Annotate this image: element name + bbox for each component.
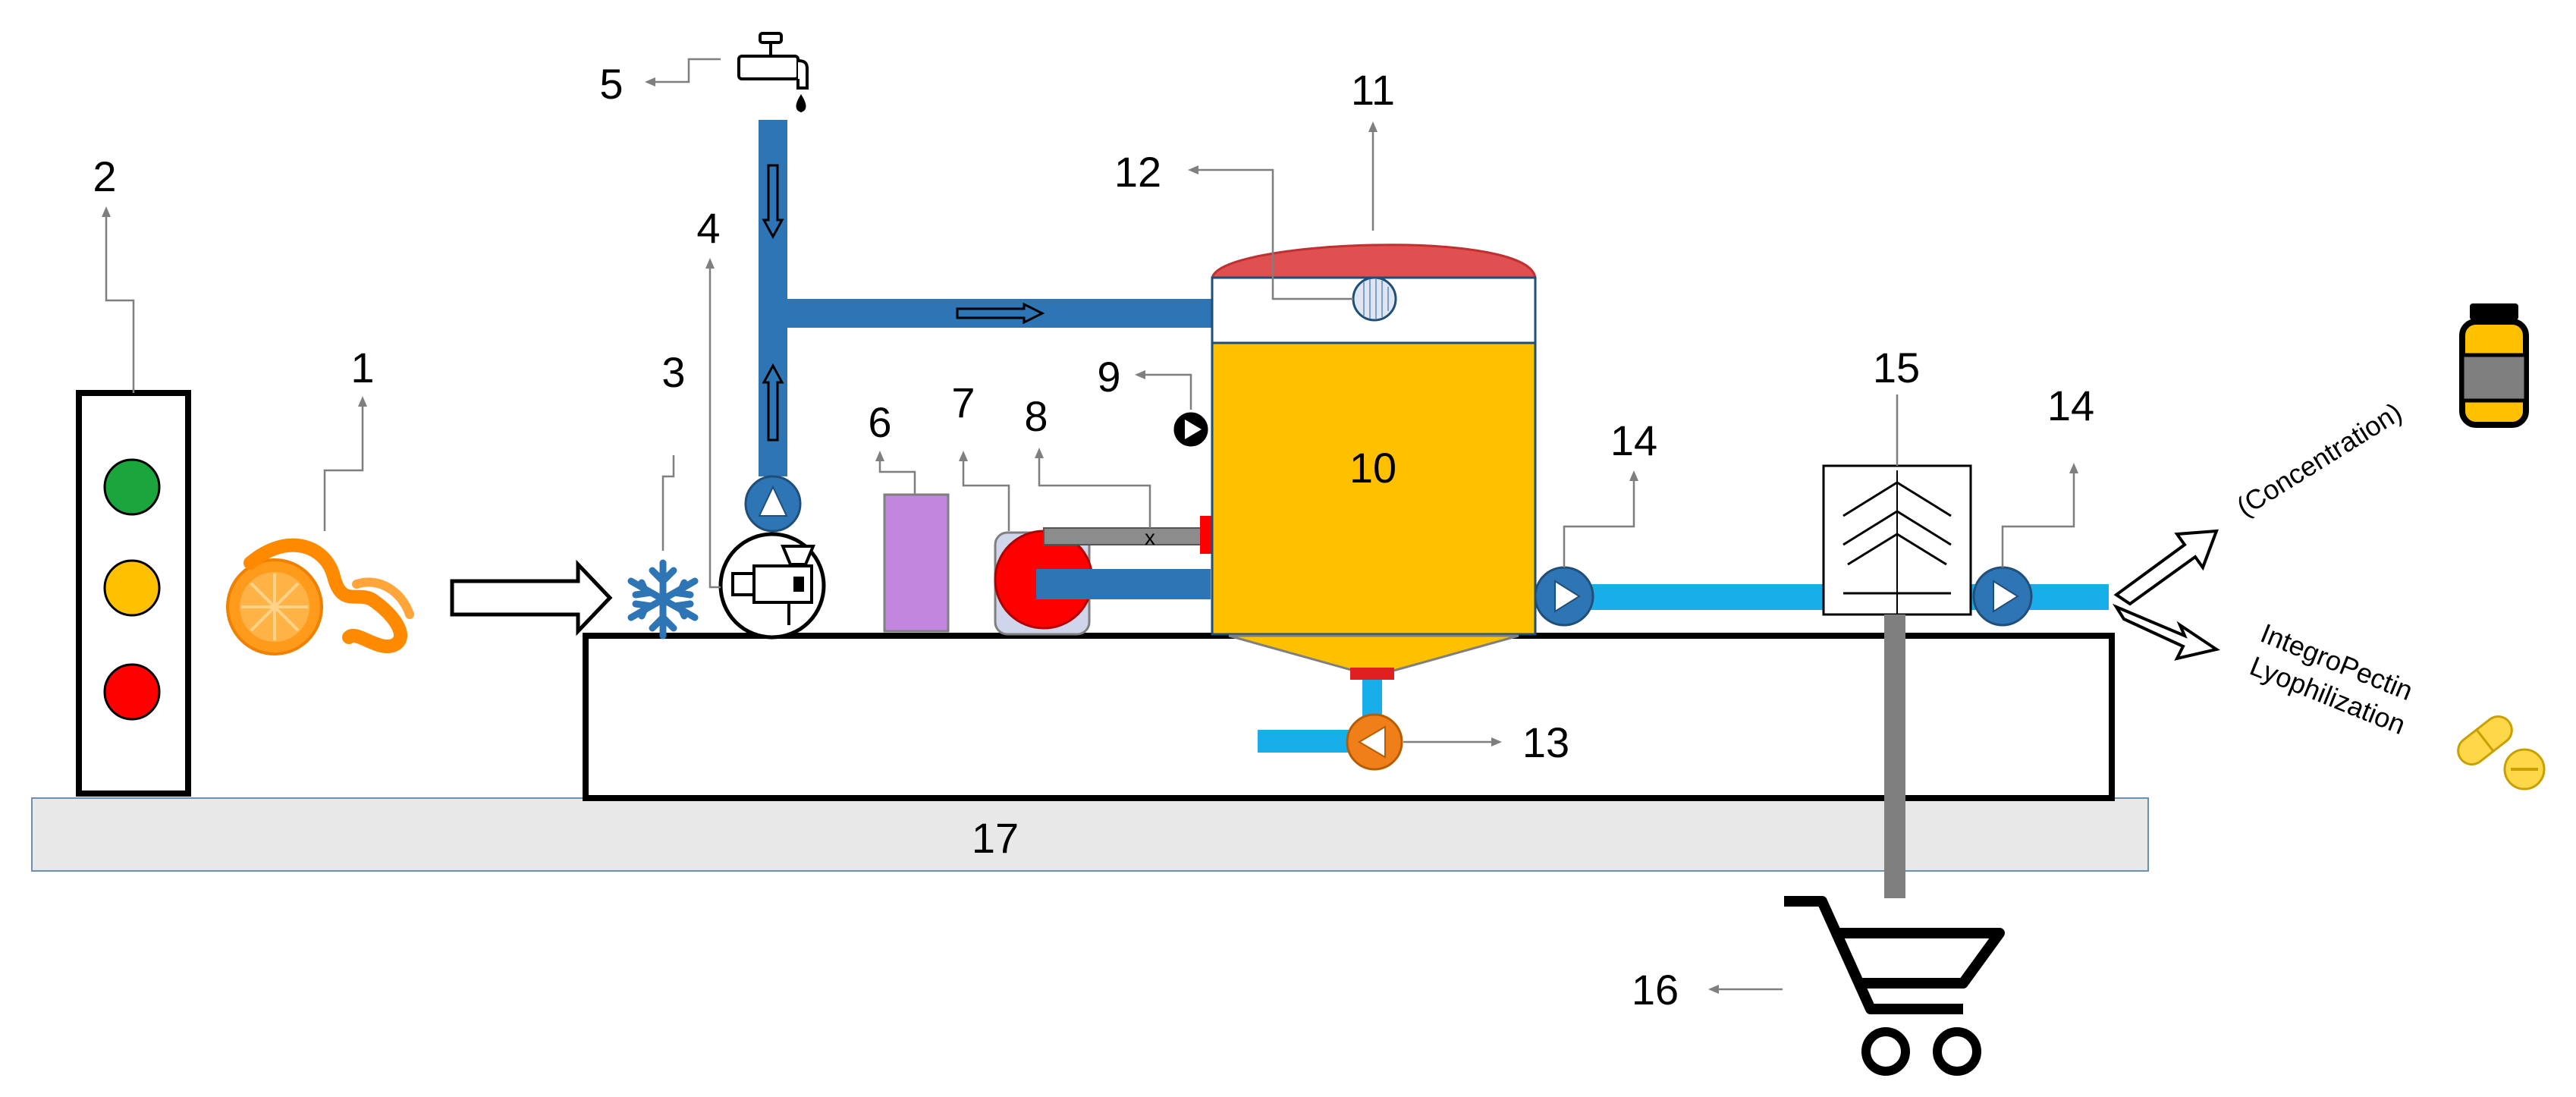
leader-4 bbox=[708, 266, 721, 589]
cart-wheel-right bbox=[1933, 1027, 1981, 1076]
leader-7 bbox=[962, 458, 1010, 531]
arrow-to-lyophilization bbox=[2112, 603, 2220, 661]
arrow-to-concentration bbox=[2113, 529, 2219, 606]
callout-13: 13 bbox=[1522, 718, 1569, 766]
shopping-cart-icon bbox=[1784, 896, 2005, 1014]
flow-arrow-right bbox=[956, 302, 1045, 325]
feed-arrow-icon bbox=[450, 559, 613, 637]
callout-17: 17 bbox=[972, 814, 1019, 862]
callout-12: 12 bbox=[1114, 148, 1161, 196]
leader-14b bbox=[2001, 470, 2075, 567]
extraction-tank bbox=[1211, 244, 1537, 674]
purple-reactor-unit bbox=[883, 493, 950, 633]
callout-16: 16 bbox=[1632, 966, 1679, 1014]
callout-14a: 14 bbox=[1610, 416, 1657, 464]
callout-15: 15 bbox=[1873, 344, 1920, 391]
snowflake-icon bbox=[627, 559, 699, 640]
callout-11: 11 bbox=[1351, 66, 1395, 114]
floor-slab bbox=[31, 797, 2149, 872]
callout-14b: 14 bbox=[2047, 382, 2094, 429]
valve-flange bbox=[1200, 516, 1212, 554]
concentration-label: (Concentration) bbox=[2231, 396, 2407, 522]
leader-6 bbox=[878, 458, 916, 495]
flow-arrow-down bbox=[762, 164, 784, 240]
water-tap-icon bbox=[737, 32, 809, 113]
filter-icon bbox=[1822, 464, 1972, 616]
grinder-icon bbox=[718, 532, 826, 640]
bottle-icon bbox=[2459, 303, 2529, 428]
callout-9: 9 bbox=[1097, 353, 1120, 401]
capsule-icon bbox=[2457, 715, 2546, 791]
leader-8 bbox=[1038, 455, 1151, 528]
transfer-pump-icon bbox=[1534, 566, 1594, 627]
waste-line bbox=[1884, 615, 1905, 898]
leader-3 bbox=[661, 455, 675, 551]
leader-5 bbox=[652, 58, 721, 83]
leader-1 bbox=[323, 404, 364, 531]
valve-rod bbox=[1043, 527, 1204, 545]
callout-4: 4 bbox=[696, 204, 720, 252]
output-pump-icon bbox=[1972, 566, 2033, 627]
leader-12 bbox=[1195, 168, 1353, 300]
callout-8: 8 bbox=[1024, 392, 1048, 440]
flow-arrow-up bbox=[762, 363, 784, 442]
leader-9 bbox=[1142, 373, 1192, 410]
leader-14a bbox=[1563, 478, 1635, 567]
drain-flange bbox=[1350, 668, 1394, 680]
callout-10: 10 bbox=[1349, 444, 1396, 492]
callout-3: 3 bbox=[661, 348, 685, 396]
sight-glass-icon bbox=[1352, 276, 1397, 322]
stirrer-indicator-icon bbox=[1171, 410, 1211, 449]
callout-2: 2 bbox=[93, 152, 116, 200]
valve-mark: x bbox=[1145, 526, 1155, 549]
callout-6: 6 bbox=[868, 398, 891, 446]
drain-pump-icon bbox=[1346, 713, 1403, 771]
callout-7: 7 bbox=[951, 379, 975, 426]
leader-2 bbox=[105, 214, 135, 393]
callout-5: 5 bbox=[599, 60, 623, 108]
heating-pipe bbox=[1036, 569, 1211, 599]
callout-1: 1 bbox=[350, 344, 374, 391]
pump-icon bbox=[744, 475, 802, 533]
traffic-light-icon bbox=[76, 390, 191, 797]
cart-wheel-left bbox=[1861, 1027, 1910, 1076]
orange-peel-icon bbox=[226, 538, 414, 655]
